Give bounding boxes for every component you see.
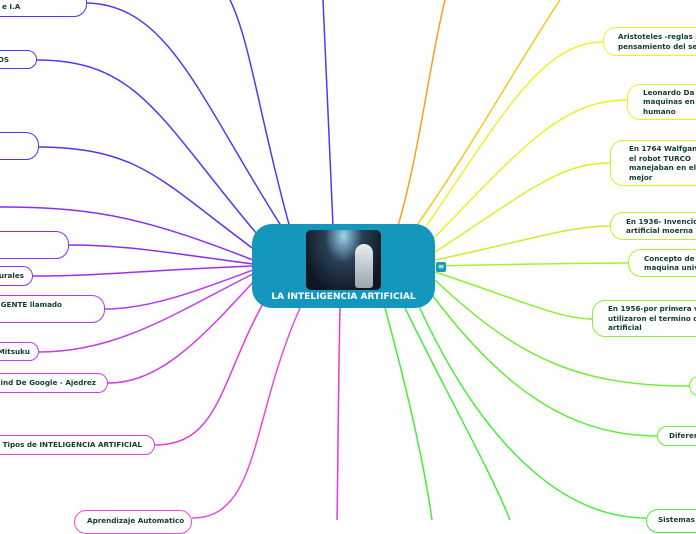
link [419, 41, 604, 236]
topic-node[interactable]: Leonardo Da v maquinas en humano [627, 84, 696, 120]
robot-chalkboard-image [306, 230, 381, 290]
topic-node[interactable]: Aprendizaje Automatico [74, 510, 192, 534]
topic-node[interactable]: En 1956-por primera v utilizaron el term… [592, 300, 696, 337]
topic-node[interactable]: e I.A [0, 0, 87, 17]
topic-node[interactable]: LIGENTE llamado [0, 295, 105, 323]
link [384, 307, 433, 520]
topic-node[interactable]: urales [0, 266, 33, 286]
link [36, 59, 263, 241]
topic-node[interactable]: En 1936- Invencio artificial moerna [610, 212, 696, 240]
topic-node[interactable]: Diferer [657, 426, 696, 446]
topic-node[interactable] [0, 132, 39, 160]
link [104, 269, 254, 310]
topic-node[interactable]: En 1764 Walfgan el robot TURCO c manejab… [610, 140, 696, 186]
topic-node[interactable]: Tipos de INTELIGENCIA ARTIFICIAL [0, 435, 155, 455]
link [429, 99, 628, 243]
link [434, 279, 690, 387]
topic-node[interactable]: Sistemas [646, 509, 696, 533]
topic-node[interactable]: Mitsuku [0, 342, 39, 361]
topic-node[interactable]: Concepto de . maquina univ [628, 249, 696, 277]
link [417, 303, 647, 519]
link [429, 291, 658, 437]
topic-node[interactable]: Aristoteles -reglas r pensamiento del se [603, 27, 696, 56]
link [414, 0, 561, 229]
link [434, 162, 611, 253]
link [68, 244, 254, 265]
link [38, 273, 254, 353]
link [86, 2, 286, 233]
notes-icon[interactable]: ≡ [436, 262, 446, 272]
link [229, 0, 291, 229]
link [404, 307, 511, 520]
topic-node[interactable] [0, 231, 69, 259]
central-topic[interactable]: LA INTELIGENCIA ARTIFICIAL [252, 224, 435, 308]
link [434, 271, 593, 320]
link [322, 0, 334, 227]
topic-node[interactable]: MANOS [0, 50, 37, 69]
link [0, 206, 254, 261]
link [38, 146, 256, 251]
connector-lines [0, 0, 690, 520]
link [154, 299, 266, 446]
link [32, 265, 254, 277]
link [191, 307, 301, 519]
link [434, 225, 611, 261]
link [397, 0, 446, 227]
link [434, 262, 629, 267]
link [107, 279, 256, 384]
central-topic-title: LA INTELIGENCIA ARTIFICIAL [271, 292, 416, 302]
topic-node[interactable]: Mind De Google - Ajedrez [0, 373, 108, 393]
link [336, 307, 341, 520]
robot-figure [355, 244, 373, 288]
